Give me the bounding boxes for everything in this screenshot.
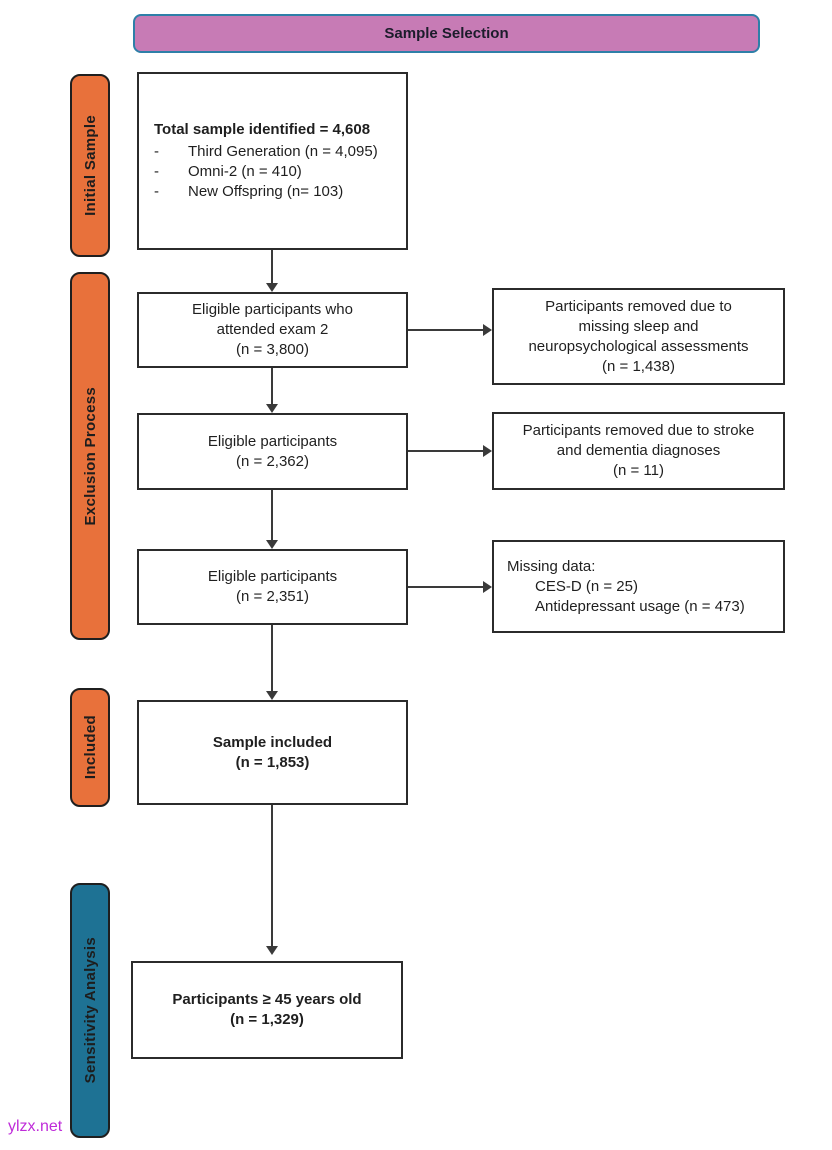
box-line: (n = 1,329) <box>230 1011 304 1028</box>
flow-box-sample-included: Sample included (n = 1,853) <box>137 700 408 805</box>
exclusion-box-missing-assessments: Participants removed due to missing slee… <box>492 288 785 385</box>
flow-box-eligible-2351: Eligible participants (n = 2,351) <box>137 549 408 625</box>
arrow-down-icon <box>266 805 278 955</box>
box-line: (n = 11) <box>613 462 664 479</box>
box-heading: Total sample identified = 4,608 <box>154 121 371 138</box>
box-line: Eligible participants who <box>192 301 353 318</box>
box-line: (n = 3,800) <box>236 341 309 358</box>
list-item-text: Antidepressant usage (n = 473) <box>535 597 745 615</box>
exclusion-box-stroke-dementia: Participants removed due to stroke and d… <box>492 412 785 490</box>
arrow-down-icon <box>266 490 278 549</box>
stage-label-sensitivity-analysis: Sensitivity Analysis <box>70 883 110 1138</box>
stage-label-text: Included <box>81 715 99 780</box>
box-line: Eligible participants <box>207 432 338 450</box>
box-line: (n = 1,853) <box>235 753 310 771</box>
arrow-down-icon <box>266 368 278 413</box>
box-line: attended exam 2 <box>216 321 329 338</box>
arrow-right-icon <box>408 324 492 336</box>
box-line: Participants removed due to stroke <box>522 422 755 439</box>
box-line: Participants removed due to <box>545 297 732 315</box>
stage-label-exclusion-process: Exclusion Process <box>70 272 110 640</box>
exclusion-box-missing-data: Missing data: CES-D (n = 25) Antidepress… <box>492 540 785 633</box>
diagram-title: Sample Selection <box>133 14 760 53</box>
box-line: (n = 2,351) <box>236 588 309 605</box>
list-item-text: Omni-2 (n = 410) <box>188 163 302 180</box>
list-item: - Omni-2 (n = 410) <box>154 162 398 182</box>
stage-label-initial-sample: Initial Sample <box>70 74 110 257</box>
arrow-right-icon <box>408 445 492 457</box>
stage-label-included: Included <box>70 688 110 807</box>
stage-label-text: Exclusion Process <box>81 386 99 526</box>
stage-label-text: Initial Sample <box>81 115 99 216</box>
box-heading: Missing data: <box>507 557 596 575</box>
flow-box-total-sample: Total sample identified = 4,608 - Third … <box>137 72 408 250</box>
list-item-text: Third Generation (n = 4,095) <box>188 143 378 160</box>
box-line: Sample included <box>212 733 333 751</box>
list-item-text: CES-D (n = 25) <box>535 577 638 595</box>
box-line: (n = 2,362) <box>236 452 309 470</box>
box-line: Eligible participants <box>207 568 338 585</box>
list-item: - Third Generation (n = 4,095) <box>154 142 398 162</box>
bullet-dash: - <box>154 183 159 200</box>
flow-box-eligible-2362: Eligible participants (n = 2,362) <box>137 413 408 490</box>
list-item: - New Offspring (n= 103) <box>154 182 398 202</box>
box-line: and dementia diagnoses <box>556 442 721 459</box>
stage-label-text: Sensitivity Analysis <box>81 937 99 1084</box>
box-line: missing sleep and <box>578 317 699 335</box>
bullet-dash: - <box>154 163 159 180</box>
watermark-link[interactable]: ylzx.net <box>8 1118 63 1135</box>
arrow-right-icon <box>408 581 492 593</box>
list-item-text: New Offspring (n= 103) <box>188 183 344 200</box>
flow-box-sensitivity-participants: Participants ≥ 45 years old (n = 1,329) <box>131 961 403 1059</box>
bullet-dash: - <box>154 143 159 160</box>
box-line: neuropsychological assessments <box>528 337 749 355</box>
arrow-down-icon <box>266 250 278 292</box>
arrow-down-icon <box>266 625 278 700</box>
box-line: (n = 1,438) <box>602 357 675 375</box>
flow-box-eligible-exam2: Eligible participants who attended exam … <box>137 292 408 368</box>
box-line: Participants ≥ 45 years old <box>172 991 362 1008</box>
